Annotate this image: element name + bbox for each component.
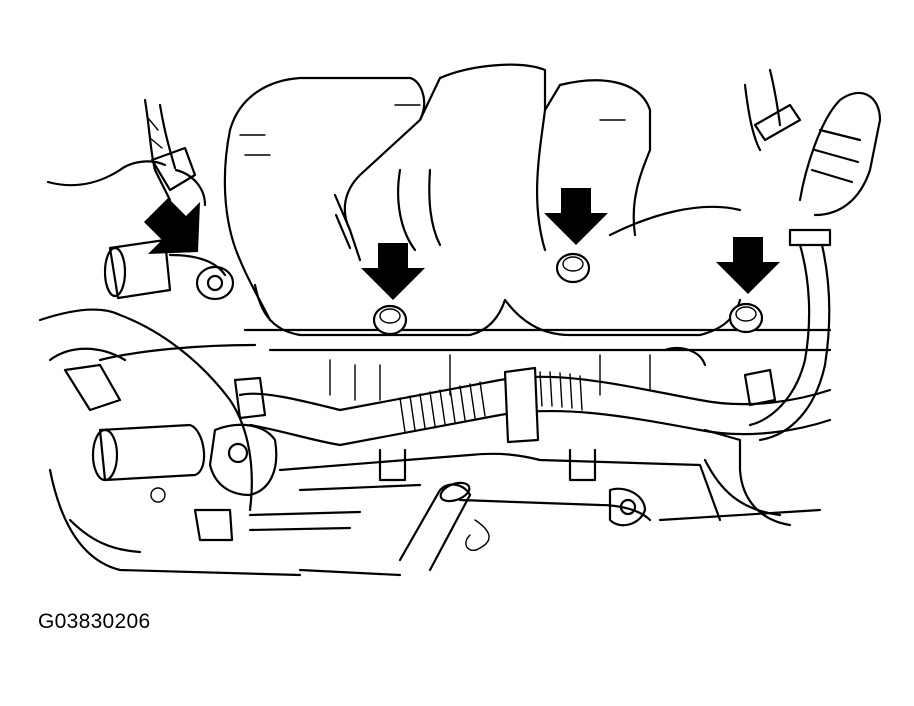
bolt-boss-1	[372, 304, 408, 336]
bolt-boss-2	[555, 252, 591, 284]
callout-arrow-2	[361, 243, 425, 300]
left-housing	[38, 238, 302, 577]
bolt-boss-3	[728, 302, 764, 334]
callout-arrow-4	[716, 237, 780, 294]
breather-hose	[233, 366, 832, 527]
intake-runners	[223, 63, 782, 322]
callout-arrows	[144, 188, 780, 300]
upper-left-wiring	[46, 98, 207, 207]
callout-arrow-3	[544, 188, 608, 245]
bolt-bosses	[195, 252, 764, 336]
callout-arrow-1	[144, 198, 200, 254]
right-hose	[663, 91, 882, 442]
manifold-flange	[98, 283, 832, 401]
lower-engine-body	[248, 448, 822, 577]
hose-corrugation	[399, 371, 583, 433]
bolt-boss-4	[195, 265, 235, 301]
figure-id-label: G03830206	[38, 610, 151, 633]
